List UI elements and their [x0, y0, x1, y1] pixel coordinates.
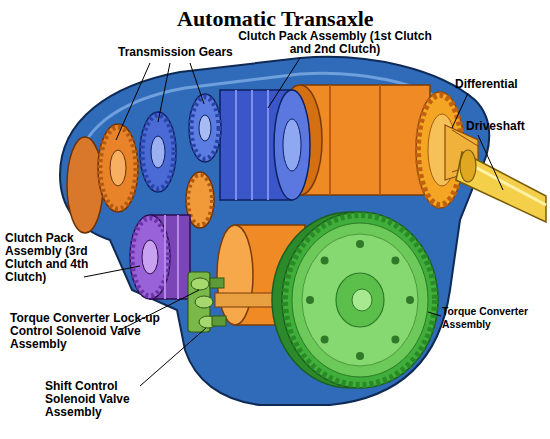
leader-line — [190, 63, 204, 104]
driveshaft — [460, 150, 476, 182]
transmission-gears — [151, 136, 165, 168]
torque-converter — [292, 223, 428, 377]
clutch-pack-3-4 — [177, 215, 179, 299]
torque-converter — [356, 240, 364, 248]
differential-gear — [416, 92, 478, 208]
torque-converter — [272, 212, 438, 388]
lower-drum — [217, 225, 253, 325]
torque-converter — [406, 296, 414, 304]
part-label: Clutch Pack Assembly (3rd Clutch and 4th… — [5, 232, 105, 284]
clutch-pack-3-4 — [164, 215, 166, 299]
torque-converter — [356, 352, 364, 360]
leader-line — [84, 58, 503, 386]
solenoid-valves — [188, 272, 226, 332]
diagram-title: Automatic Transaxle — [177, 6, 374, 32]
leader-line — [268, 58, 300, 108]
clutch-pack-1-2 — [251, 90, 253, 200]
clutch-pack-1-2 — [283, 119, 301, 171]
torque-converter — [391, 336, 399, 344]
upper-drum — [379, 85, 381, 195]
leader-line — [478, 135, 503, 190]
part-label: Clutch Pack Assembly (1st Clutch and 2nd… — [235, 30, 435, 56]
transaxle-housing — [60, 57, 489, 405]
transmission-gears — [110, 150, 126, 186]
transaxle-housing — [60, 57, 489, 405]
torque-converter — [321, 336, 329, 344]
leader-line — [116, 63, 150, 140]
leader-line — [428, 312, 441, 316]
clutch-pack-3-4 — [130, 215, 170, 299]
torque-converter — [391, 256, 399, 264]
transmission-gears — [98, 124, 138, 212]
transmission-gears — [189, 94, 221, 162]
torque-converter — [282, 212, 438, 388]
transmission-gears — [199, 115, 211, 141]
transmission-gears — [140, 112, 176, 192]
part-label: Shift Control Solenoid Valve Assembly — [45, 380, 155, 419]
transmission-gears — [191, 97, 219, 159]
torque-converter — [352, 289, 372, 311]
torque-converter — [302, 234, 418, 366]
torque-converter — [336, 273, 384, 327]
leader-line — [84, 266, 140, 277]
clutch-pack-1-2 — [235, 90, 237, 200]
part-label: Driveshaft — [466, 120, 525, 133]
solenoid-valves — [195, 296, 213, 308]
leader-line — [452, 93, 468, 128]
transmission-gears — [188, 175, 212, 225]
part-label: Transmission Gears — [118, 46, 233, 59]
upper-drum — [329, 85, 331, 195]
solenoid-valves — [212, 316, 226, 326]
torque-converter — [321, 256, 329, 264]
transmission-gears — [100, 127, 136, 209]
leader-line — [158, 63, 170, 122]
part-label: Torque Converter Assembly — [442, 305, 546, 331]
solenoid-valves — [191, 278, 209, 290]
leader-line — [140, 328, 206, 386]
part-label: Differential — [455, 78, 518, 91]
part-label: Torque Converter Lock-up Control Solenoi… — [10, 312, 170, 351]
torque-converter — [285, 215, 435, 385]
clutch-pack-1-2 — [220, 90, 310, 200]
solenoid-valves — [210, 278, 224, 288]
transmission-gears — [142, 115, 174, 189]
clutch-pack-3-4 — [130, 215, 190, 299]
clutch-pack-3-4 — [142, 240, 158, 274]
clutch-pack-3-4 — [132, 218, 168, 296]
clutch-pack-1-2 — [274, 90, 310, 200]
torque-converter — [306, 296, 314, 304]
transaxle-housing — [67, 137, 103, 233]
